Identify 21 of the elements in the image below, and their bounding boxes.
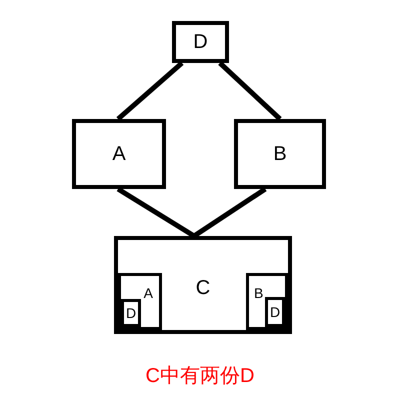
box-label: A [144, 286, 153, 300]
connector-line [192, 186, 267, 238]
letter-box [246, 273, 288, 330]
connector-line [218, 61, 282, 121]
letter-box [72, 119, 166, 189]
letter-box [172, 21, 229, 63]
box-label: B [254, 286, 264, 300]
connector-line [116, 186, 196, 238]
letter-box [234, 119, 326, 189]
caption: C中有两份D [146, 366, 254, 386]
connector-line [116, 61, 184, 121]
box-label: C [196, 278, 210, 298]
letter-box [118, 273, 162, 330]
box-label: B [273, 144, 287, 164]
box-label: D [126, 306, 136, 320]
box-label: A [112, 144, 126, 164]
letter-box [121, 299, 141, 327]
box-label: D [193, 32, 208, 52]
letter-box [265, 297, 285, 327]
letter-box [114, 236, 292, 334]
box-label: D [270, 305, 280, 319]
